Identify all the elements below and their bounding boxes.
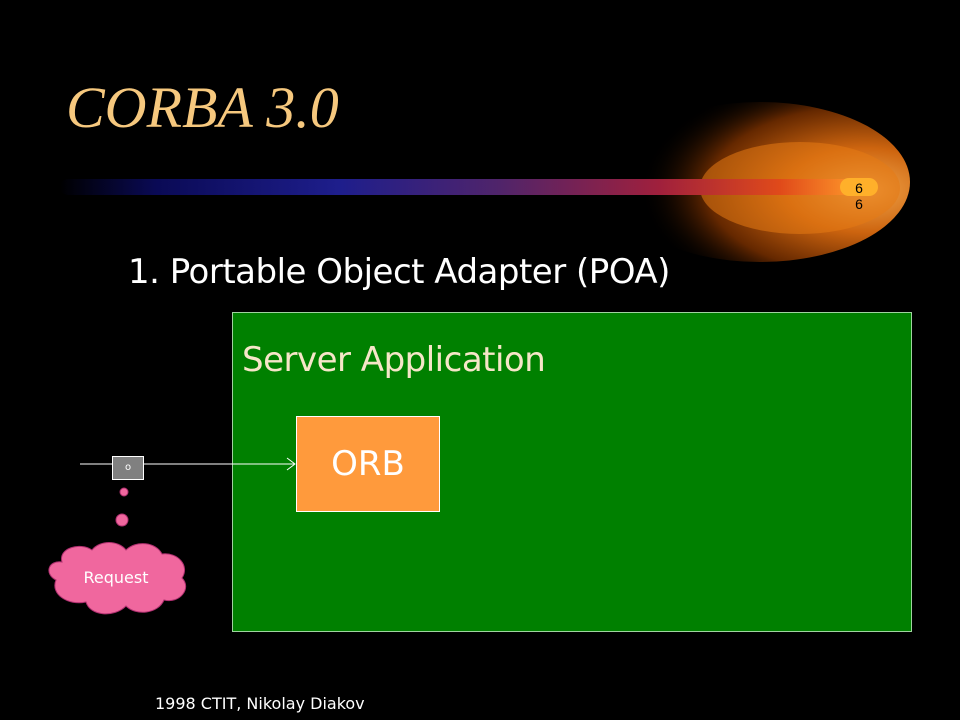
port-box: o [112, 456, 144, 480]
thought-bubble-small [119, 487, 129, 497]
thought-bubble-medium [115, 513, 129, 527]
slide-title: CORBA 3.0 [66, 75, 339, 140]
slide-number-tab [840, 178, 878, 196]
slide-number: 6 6 [855, 180, 863, 212]
slide-subtitle: 1. Portable Object Adapter (POA) [128, 252, 670, 292]
request-label: Request [83, 568, 149, 587]
request-arrow-head [286, 457, 296, 471]
server-application-label: Server Application [242, 340, 546, 380]
swoosh-bar [60, 179, 860, 195]
slide-footer: 1998 CTIT, Nikolay Diakov [155, 694, 365, 713]
orb-label: ORB [331, 444, 405, 484]
request-cloud [48, 542, 187, 615]
port-label: o [124, 462, 132, 473]
orb-box: ORB [296, 416, 440, 512]
